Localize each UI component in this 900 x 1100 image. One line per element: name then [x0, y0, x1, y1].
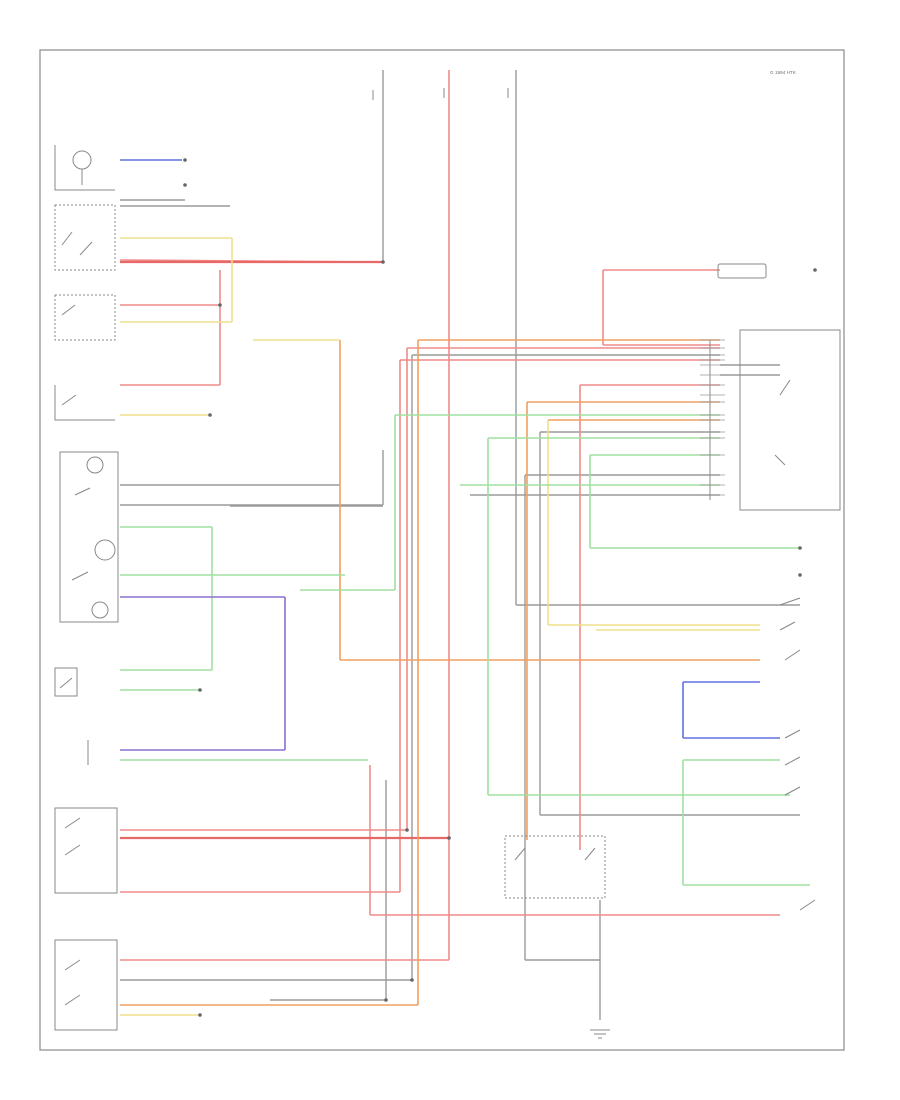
red-wires	[119, 70, 780, 961]
red-wires-bold	[120, 260, 449, 840]
blue-wires	[120, 159, 780, 739]
green-wires	[120, 414, 810, 886]
junction-dots	[183, 158, 817, 1017]
left-components	[54, 145, 119, 1031]
purple-wires	[120, 596, 286, 751]
diagram-id-label: G 1994 HTK	[770, 70, 797, 75]
orange-wires	[120, 339, 760, 1006]
gray-wires	[120, 70, 800, 1020]
right-components	[372, 88, 841, 1039]
connector-ticks	[700, 339, 725, 496]
diagram-frame	[39, 49, 845, 1051]
yellow-wires	[120, 237, 760, 1016]
